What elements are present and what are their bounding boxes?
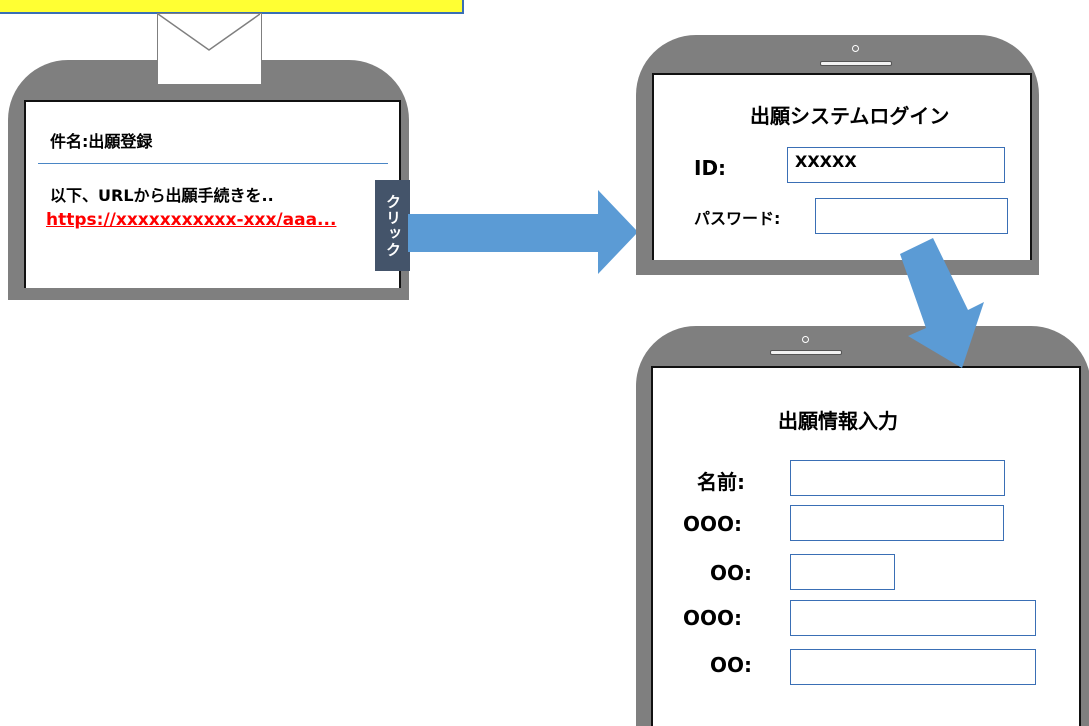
click-badge: クリック bbox=[375, 180, 410, 271]
id-label: ID: bbox=[694, 156, 727, 180]
id-field-value: XXXXX bbox=[795, 152, 857, 171]
password-label: パスワード: bbox=[694, 209, 781, 228]
email-phone-screen bbox=[24, 100, 401, 288]
arrow-down-right-icon bbox=[900, 238, 984, 368]
form-field-label: OO: bbox=[710, 653, 753, 677]
id-field[interactable] bbox=[787, 147, 1005, 183]
form-field-input[interactable] bbox=[790, 649, 1036, 685]
form-field-label: OOO: bbox=[683, 606, 743, 630]
name-field[interactable] bbox=[790, 460, 1005, 496]
email-link[interactable]: https://xxxxxxxxxxx-xxx/aaa... bbox=[46, 210, 337, 230]
form-field-label: OO: bbox=[710, 561, 753, 585]
speaker-icon bbox=[770, 350, 842, 355]
form-field-input[interactable] bbox=[790, 505, 1004, 541]
form-field-label: OOO: bbox=[683, 512, 743, 536]
login-title: 出願システムログイン bbox=[750, 104, 950, 128]
email-divider bbox=[38, 163, 388, 164]
title-banner bbox=[0, 0, 464, 14]
email-body-text: 以下、URLから出願手続きを.. bbox=[50, 186, 274, 205]
email-subject: 件名:出願登録 bbox=[50, 132, 153, 151]
name-label: 名前: bbox=[697, 470, 745, 494]
form-field-input[interactable] bbox=[790, 600, 1036, 636]
speaker-icon bbox=[820, 61, 892, 66]
envelope-icon bbox=[157, 13, 262, 85]
camera-icon bbox=[852, 45, 859, 52]
arrow-right-icon bbox=[408, 190, 638, 274]
form-title: 出願情報入力 bbox=[778, 409, 898, 433]
password-field[interactable] bbox=[815, 198, 1008, 234]
camera-icon bbox=[802, 336, 809, 343]
form-field-input[interactable] bbox=[790, 554, 895, 590]
